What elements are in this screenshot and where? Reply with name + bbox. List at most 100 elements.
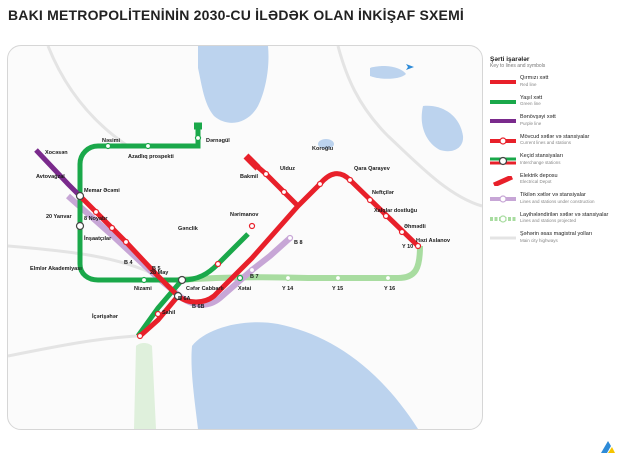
- station-qara-qarayev[interactable]: [346, 176, 354, 184]
- legend-en: Current lines and stations: [520, 140, 572, 145]
- highways: [8, 46, 482, 358]
- station-hezi-aslanov[interactable]: [414, 242, 422, 250]
- label-koroglu: Koroğlu: [312, 146, 333, 152]
- lake-east: [421, 105, 464, 152]
- label-gencilik: Gənclik: [178, 226, 199, 232]
- metro-map-svg: Xocəsən Avtovağzal Memar Əcəmi Nəsimi Az…: [8, 46, 482, 429]
- legend-en: Main city highways: [520, 237, 558, 243]
- label-b5: B 5: [152, 266, 161, 272]
- station-azadliq[interactable]: [144, 142, 152, 150]
- station-8-noyabr[interactable]: [75, 221, 85, 231]
- construction-swatch: [490, 192, 516, 203]
- station-28-may[interactable]: [177, 275, 187, 285]
- station-inshaatchilar[interactable]: [108, 224, 116, 232]
- highway-swatch: [490, 231, 516, 241]
- green-line-swatch: [490, 95, 516, 105]
- legend-label: Elektrik deposu: [520, 172, 558, 179]
- legend-label: Bənövşəyi xətt: [520, 114, 556, 120]
- label-ehmedli: Əhmədli: [404, 224, 426, 230]
- label-sahil: Sahil: [162, 310, 176, 316]
- station-nizami[interactable]: [140, 276, 148, 284]
- station-memar-ecemi[interactable]: [75, 191, 85, 201]
- label-azadliq: Azadlıq prospekti: [128, 154, 174, 160]
- legend-label: Qırmızı xətt: [520, 75, 549, 81]
- legend-label: Keçid stansiyaları: [520, 153, 564, 159]
- red-line-south[interactable]: [138, 294, 180, 338]
- station-nesimi[interactable]: [104, 142, 112, 150]
- label-icherisheher: İçərişəhər: [92, 313, 119, 320]
- station-xetai[interactable]: [236, 274, 244, 282]
- station-gencilik[interactable]: [214, 260, 222, 268]
- station-b7[interactable]: [248, 266, 256, 274]
- coast-west: [134, 343, 156, 429]
- green-line[interactable]: [77, 124, 250, 283]
- legend: Şərti işarələr Key to lines and symbols …: [490, 56, 614, 251]
- station-ehmedli[interactable]: [398, 228, 406, 236]
- legend-label: Layihələndirilən xətlər və stansiyalar: [520, 211, 609, 218]
- lake-northeast: [370, 66, 406, 79]
- station-nerimanov[interactable]: [248, 222, 256, 230]
- label-avtovagzal: Avtovağzal: [36, 174, 65, 180]
- station-xalqlar[interactable]: [382, 212, 390, 220]
- legend-en: Electrical Depot: [520, 179, 552, 184]
- legend-label: Mövcud xətlər və stansiyalar: [520, 133, 590, 140]
- red-line-swatch: [490, 75, 516, 85]
- label-b7: B 7: [250, 274, 259, 280]
- station-sahil[interactable]: [154, 310, 162, 318]
- station-koroglu[interactable]: [316, 180, 324, 188]
- label-qara-qarayev: Qara Qarayev: [354, 166, 391, 172]
- airport-icon: [406, 64, 414, 70]
- label-y16: Y 16: [384, 286, 395, 292]
- label-hezi-aslanov: Həzi Aslanov: [416, 238, 451, 244]
- station-bakmil[interactable]: [262, 170, 270, 178]
- station-elmler[interactable]: [122, 238, 130, 246]
- label-y14: Y 14: [282, 286, 294, 292]
- station-y16[interactable]: [384, 274, 392, 282]
- label-ulduz: Ulduz: [280, 166, 295, 172]
- red-line[interactable]: [78, 171, 420, 305]
- label-bakmil: Bakmil: [240, 174, 259, 180]
- legend-subheading: Key to lines and symbols: [490, 63, 546, 69]
- legend-en: Green line: [520, 101, 541, 106]
- interchange-icon: [490, 153, 516, 166]
- metro-map[interactable]: Xocəsən Avtovağzal Memar Əcəmi Nəsimi Az…: [7, 45, 483, 430]
- legend-en: Lines and stations projected: [520, 218, 577, 223]
- legend-en: Red line: [520, 81, 537, 87]
- station-ulduz[interactable]: [280, 188, 288, 196]
- label-xalqlar: Xalqlar dostluğu: [374, 208, 417, 214]
- planned-green-line[interactable]: [177, 245, 423, 283]
- logo-icon: [600, 440, 616, 454]
- legend-en: Purple line: [520, 120, 542, 126]
- label-memar-ecemi: Memar Əcəmi: [84, 188, 120, 194]
- station-b8[interactable]: [286, 234, 294, 242]
- purple-line[interactable]: [34, 148, 82, 198]
- station-y15[interactable]: [334, 274, 342, 282]
- label-20-yanvar: 20 Yanvar: [46, 214, 72, 220]
- station-cefer-cabbarli[interactable]: [173, 291, 183, 301]
- label-nesimi: Nəsimi: [102, 138, 121, 144]
- label-xocesen: Xocəsən: [45, 150, 68, 156]
- station-20-yanvar[interactable]: [92, 208, 100, 216]
- depot-icon: [490, 173, 516, 187]
- label-8-noyabr: 8 Noyabr: [84, 216, 108, 222]
- station-icherisheher[interactable]: [136, 332, 144, 340]
- station-neftchiler[interactable]: [366, 196, 374, 204]
- station-y14[interactable]: [284, 274, 292, 282]
- lake-boyukshor: [198, 46, 269, 123]
- legend-label: Şəhərin əsas magistral yolları: [520, 231, 593, 237]
- depot-icon: [194, 122, 261, 171]
- station-dernegul[interactable]: [194, 134, 202, 142]
- caspian-sea: [191, 322, 418, 429]
- label-b8: B 8: [294, 240, 303, 246]
- label-y10: Y 10: [402, 244, 413, 250]
- label-b4: B 4: [124, 260, 134, 266]
- label-b6a: B 6A: [178, 296, 191, 302]
